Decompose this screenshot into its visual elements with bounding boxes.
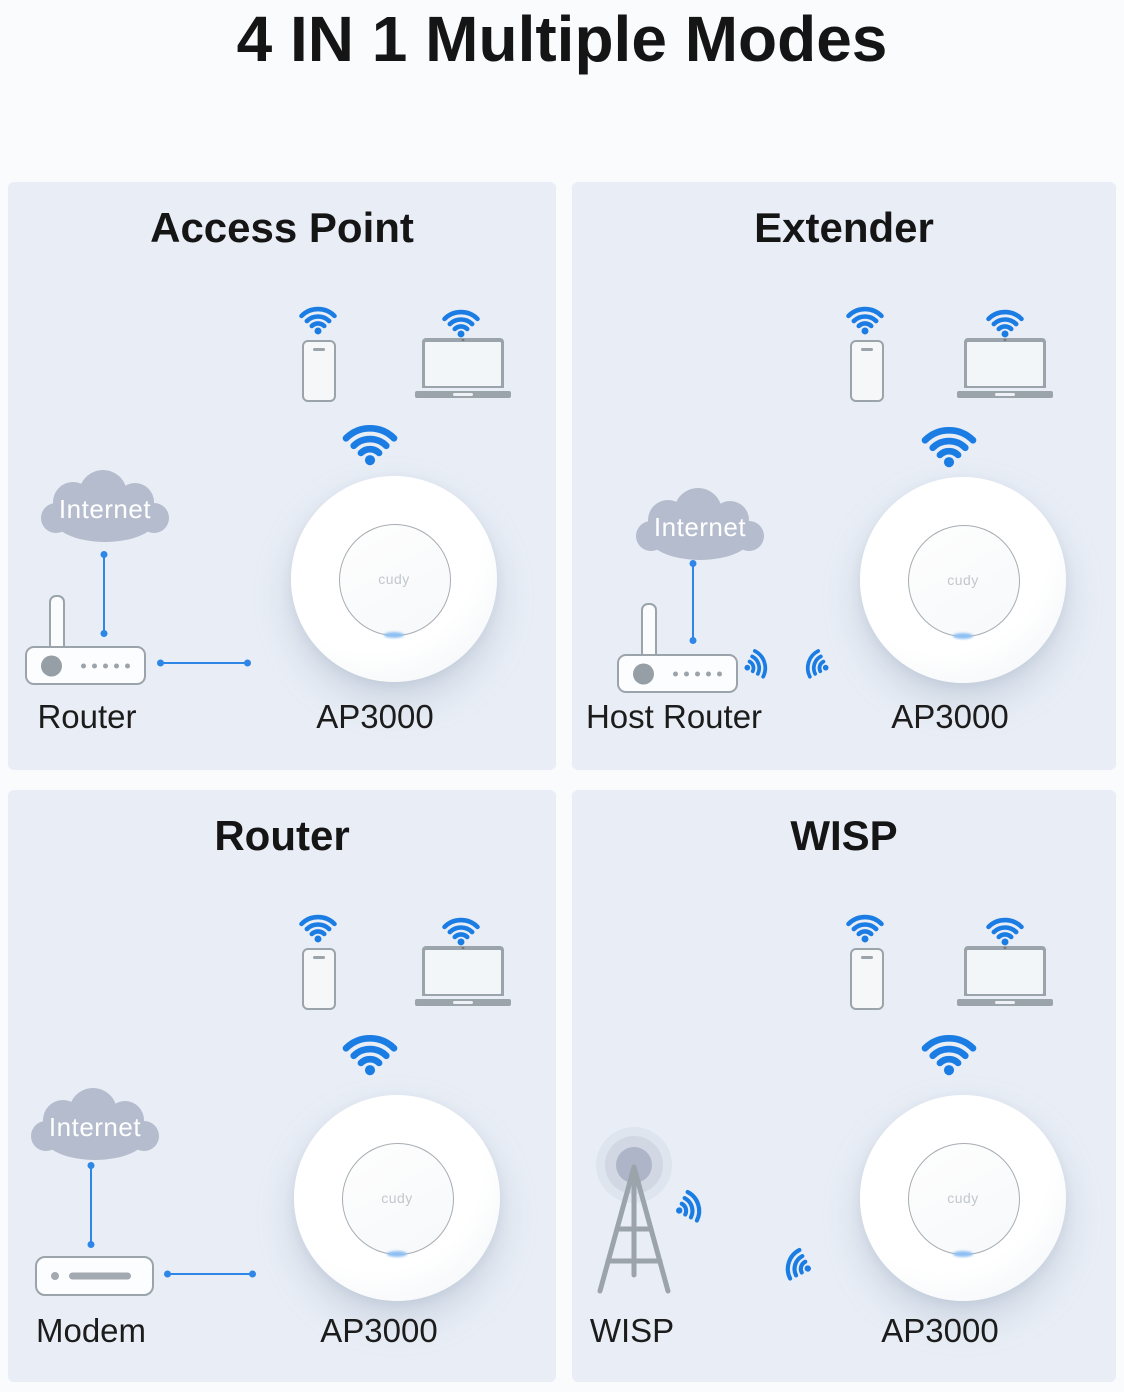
- laptop-icon: [957, 946, 1053, 1006]
- wifi-icon: [439, 913, 483, 946]
- source-label: Router: [37, 698, 137, 735]
- internet-cloud: Internet: [25, 1086, 165, 1164]
- laptop-base: [415, 391, 511, 398]
- modem-icon: [35, 1256, 154, 1296]
- wired-link-horizontal: [167, 1273, 253, 1275]
- ap-label: AP3000: [320, 1312, 438, 1349]
- wired-link-vertical: [692, 563, 694, 641]
- ap-label: AP3000: [316, 698, 434, 735]
- source-label: WISP: [589, 1312, 675, 1349]
- page-title: 4 IN 1 Multiple Modes: [236, 3, 888, 75]
- wired-link-vertical: [90, 1165, 92, 1245]
- laptop-screen: [964, 946, 1046, 996]
- laptop-icon: [957, 338, 1053, 398]
- panel-title: Router: [214, 812, 350, 859]
- router-icon: [25, 595, 159, 685]
- wifi-icon: [917, 420, 981, 468]
- laptop-base: [957, 999, 1053, 1006]
- router-body: [617, 654, 738, 693]
- wired-link-vertical: [103, 554, 105, 634]
- cloud-label: Internet: [48, 1111, 142, 1142]
- panel-title: Access Point: [150, 204, 414, 251]
- wifi-icon: [843, 302, 887, 335]
- laptop-screen: [964, 338, 1046, 388]
- ap-label: AP3000: [881, 1312, 999, 1349]
- source-label: Modem: [35, 1312, 147, 1349]
- source-label: Host Router: [585, 698, 763, 735]
- wifi-icon: [843, 910, 887, 943]
- panel-router: Router Internet cudy Modem AP3000: [8, 790, 556, 1382]
- wifi-icon: [296, 910, 340, 943]
- cudy-logo: cudy: [381, 1190, 413, 1206]
- panel-extender: Extender Internet cudy Host Router AP3: [572, 182, 1116, 770]
- laptop-icon: [415, 338, 511, 398]
- wifi-icon: [439, 305, 483, 338]
- ap3000-device: cudy: [294, 1095, 500, 1301]
- ap-label: AP3000: [891, 698, 1009, 735]
- ap3000-device: cudy: [860, 477, 1066, 683]
- cloud-label: Internet: [653, 511, 747, 542]
- laptop-screen: [422, 338, 504, 388]
- cudy-logo: cudy: [378, 571, 410, 587]
- wifi-icon: [917, 1028, 981, 1076]
- wifi-icon: [296, 302, 340, 335]
- laptop-screen: [422, 946, 504, 996]
- cudy-logo: cudy: [947, 1190, 979, 1206]
- signal-waves-right-icon: [670, 1192, 710, 1222]
- laptop-icon: [415, 946, 511, 1006]
- laptop-base: [957, 391, 1053, 398]
- ap3000-device: cudy: [291, 476, 497, 682]
- cloud-label: Internet: [58, 493, 152, 524]
- wifi-icon: [338, 1028, 402, 1076]
- panel-wisp: WISP cudy WISP AP3000: [572, 790, 1116, 1382]
- wifi-icon: [983, 305, 1027, 338]
- router-icon: [617, 603, 751, 693]
- signal-waves-right-icon: [739, 651, 775, 678]
- phone-icon: [302, 948, 336, 1010]
- wifi-icon: [338, 418, 402, 466]
- signal-waves-left-icon: [798, 651, 834, 678]
- phone-icon: [850, 948, 884, 1010]
- laptop-base: [415, 999, 511, 1006]
- panel-access-point: Access Point Internet cudy Router AP3000: [8, 182, 556, 770]
- ap3000-device: cudy: [860, 1095, 1066, 1301]
- radio-tower-icon: [592, 1125, 676, 1297]
- cudy-logo: cudy: [947, 572, 979, 588]
- phone-icon: [302, 340, 336, 402]
- phone-icon: [850, 340, 884, 402]
- internet-cloud: Internet: [630, 486, 770, 564]
- signal-waves-left-icon: [777, 1250, 817, 1280]
- wifi-icon: [983, 913, 1027, 946]
- internet-cloud: Internet: [35, 468, 175, 546]
- panel-title: Extender: [754, 204, 934, 251]
- router-body: [25, 646, 146, 685]
- panel-title: WISP: [790, 812, 898, 859]
- wired-link-horizontal: [160, 662, 248, 664]
